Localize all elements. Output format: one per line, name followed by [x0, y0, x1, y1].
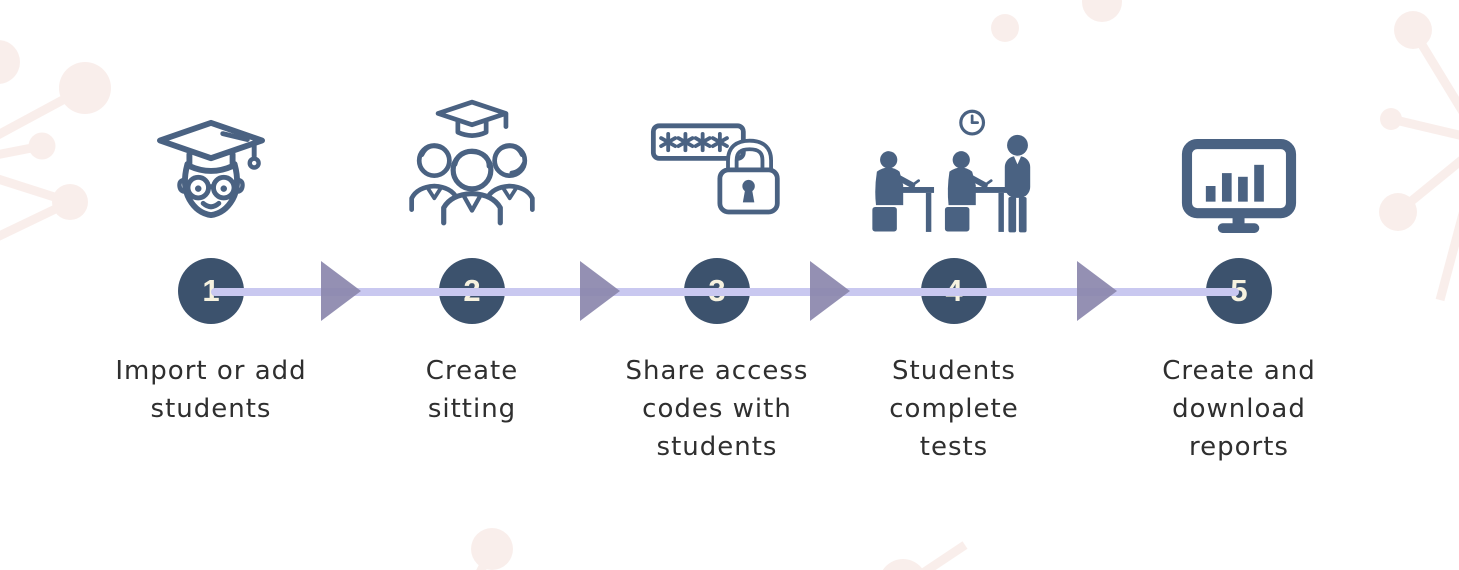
step-label: Students complete tests [889, 356, 1019, 462]
reports-monitor-icon [1089, 88, 1389, 238]
step-2: 2 Create sitting [322, 0, 622, 570]
step-label: Create and download reports [1162, 356, 1316, 462]
arrow-icon [321, 261, 361, 321]
step-1: 1 Import or add students [61, 0, 361, 570]
student-group-icon [322, 88, 622, 238]
connector-line [211, 288, 1239, 296]
access-codes-lock-icon [567, 88, 867, 238]
students-testing-icon [804, 88, 1104, 238]
graduate-student-icon [61, 88, 361, 238]
arrow-icon [1077, 261, 1117, 321]
step-5: 5 Create and download reports [1089, 0, 1389, 570]
arrow-icon [810, 261, 850, 321]
step-label: Import or add students [115, 356, 307, 424]
step-label: Share access codes with students [625, 356, 809, 462]
arrow-icon [580, 261, 620, 321]
step-number: 5 [1230, 273, 1248, 308]
step-label: Create sitting [425, 356, 519, 424]
